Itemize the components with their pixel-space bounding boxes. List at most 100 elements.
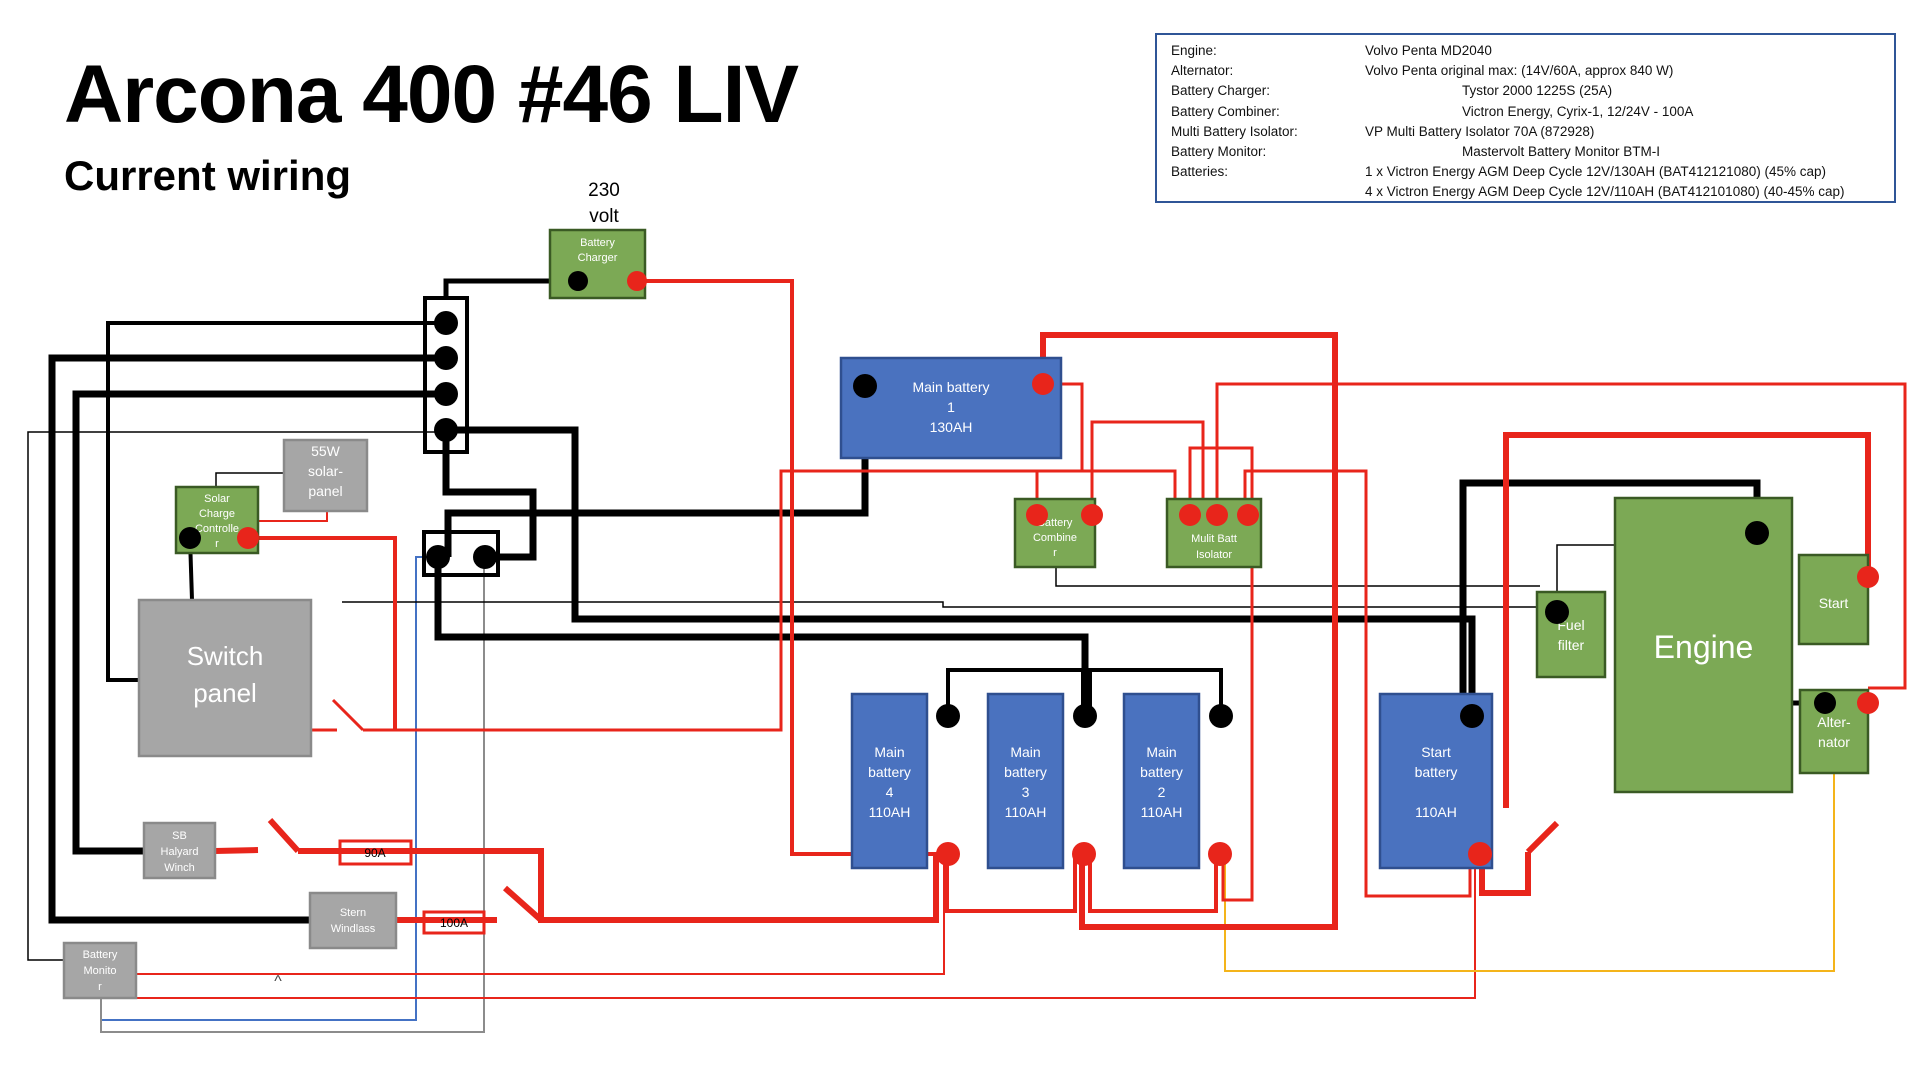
spec-value: 4 x Victron Energy AGM Deep Cycle 12V/11… — [1365, 184, 1845, 200]
mainbatt2-positive-terminal[interactable] — [1208, 842, 1232, 866]
switch-panel-label: panel — [193, 678, 257, 708]
battery-monitor-label: Battery — [83, 949, 118, 961]
switch-panel[interactable]: Switch panel — [137, 598, 313, 758]
shunt-block[interactable] — [422, 530, 500, 577]
shore-power-label: 230 volt — [574, 178, 634, 230]
spec-label: Battery Combiner: — [1171, 103, 1280, 119]
solar-charge-controller-label: r — [215, 538, 219, 550]
solar-panel-body — [282, 438, 369, 513]
combiner-terminal-b[interactable] — [1081, 504, 1103, 526]
engine-ground-terminal[interactable] — [1745, 521, 1769, 545]
charger-negative-terminal[interactable] — [568, 271, 588, 291]
start-battery-label: battery — [1415, 764, 1458, 780]
multi-battery-isolator-label: Isolator — [1196, 549, 1232, 561]
battery-monitor-body — [62, 941, 138, 1000]
battery-combiner-label: Combine — [1033, 532, 1077, 544]
mainbatt1-positive-terminal[interactable] — [1032, 373, 1054, 395]
main-battery-4-body — [850, 692, 929, 870]
fuel-filter-body — [1535, 590, 1607, 679]
mainbatt2-negative-terminal[interactable] — [1209, 704, 1233, 728]
bank-pos-link-3-4 — [945, 854, 1077, 913]
starter-motor-label: Start — [1819, 595, 1849, 611]
busbar-terminal-2[interactable] — [434, 346, 458, 370]
shore-power-unit: volt — [589, 206, 619, 227]
main-battery-3-label: 110AH — [1005, 804, 1047, 820]
solar-ctrl-negative-terminal[interactable] — [179, 527, 201, 549]
fuel-filter-ground-terminal[interactable] — [1545, 600, 1569, 624]
solar-ctrl-positive-terminal[interactable] — [237, 527, 259, 549]
winch-switch-blade — [267, 817, 301, 854]
spec-row: Battery Combiner:Victron Energy, Cyrix-1… — [1171, 102, 1880, 122]
isolator-terminal-1[interactable] — [1179, 504, 1201, 526]
alternator[interactable]: Alter-nator — [1798, 688, 1870, 775]
main-battery-3-label: battery — [1004, 764, 1047, 780]
shunt-to-mainbank-neg — [434, 557, 1089, 716]
starter-positive-terminal[interactable] — [1857, 566, 1879, 588]
negative-busbar[interactable] — [423, 296, 469, 454]
mainbatt4-positive-terminal[interactable] — [936, 842, 960, 866]
startbatt-negative-terminal[interactable] — [1460, 704, 1484, 728]
engine[interactable]: Engine — [1613, 496, 1794, 794]
alternator-negative-terminal[interactable] — [1814, 692, 1836, 714]
shunt-terminal-a[interactable] — [426, 545, 450, 569]
solar-panel-label: 55W — [311, 443, 341, 459]
switch-panel-label: Switch — [187, 641, 264, 671]
isolator-out-3 — [1243, 469, 1472, 898]
shunt-terminal-b[interactable] — [473, 545, 497, 569]
busbar-to-startbatt-neg — [446, 426, 1476, 716]
main-battery-2-label: 2 — [1158, 784, 1166, 800]
solar-charge-controller-label: Solar — [204, 493, 230, 505]
bank-neg-link-2 — [1088, 668, 1223, 716]
busbar-terminal-1[interactable] — [434, 311, 458, 335]
fuel-filter-label: filter — [1558, 637, 1585, 653]
main-battery-4-label: Main — [874, 744, 904, 760]
mainbatt1-negative-terminal[interactable] — [853, 374, 877, 398]
isolator-terminal-2[interactable] — [1206, 504, 1228, 526]
startbatt-positive-terminal[interactable] — [1468, 842, 1492, 866]
solar-panel-pos-wire — [258, 511, 328, 522]
halyard-winch-body — [142, 821, 217, 880]
charger-positive-terminal[interactable] — [627, 271, 647, 291]
charger-neg-wire — [443, 278, 578, 298]
windlass-fuse-label: 100A — [440, 916, 468, 930]
spec-label: Battery Charger: — [1171, 83, 1271, 99]
main-battery-4-label: battery — [868, 764, 911, 780]
windlass-switch-blade — [503, 885, 543, 923]
starter-feed-wire — [1503, 432, 1871, 808]
mainbatt4-negative-terminal[interactable] — [936, 704, 960, 728]
main-battery-3-label: 3 — [1022, 784, 1030, 800]
mainbatt1-to-bank-heavy — [1040, 332, 1338, 930]
battery-combiner-label: r — [1053, 547, 1057, 559]
spec-value: Volvo Penta original max: (14V/60A, appr… — [1365, 63, 1674, 79]
start-switch-blade — [1525, 820, 1560, 855]
mainbatt3-negative-terminal[interactable] — [1073, 704, 1097, 728]
busbar-terminal-3[interactable] — [434, 382, 458, 406]
busbar-to-windlass-neg — [48, 354, 446, 924]
busbar-to-shunt-link — [442, 430, 537, 561]
spec-row: Alternator:Volvo Penta original max: (14… — [1171, 61, 1880, 81]
busbar-terminal-4[interactable] — [434, 418, 458, 442]
starter-motor[interactable]: Start — [1797, 553, 1870, 646]
alternator-positive-terminal[interactable] — [1857, 692, 1879, 714]
battery-monitor-label: Monito — [83, 965, 116, 977]
main-battery-2-label: battery — [1140, 764, 1183, 780]
mainbatt3-positive-terminal[interactable] — [1072, 842, 1096, 866]
battery-charger-label: Battery — [580, 237, 615, 249]
isolator-terminal-3[interactable] — [1237, 504, 1259, 526]
spec-label: Battery Monitor: — [1171, 144, 1267, 160]
combiner-terminal-a[interactable] — [1026, 504, 1048, 526]
monitor-shunt-wire-gray — [100, 557, 485, 1033]
bank-pos-link-3-2 — [1088, 854, 1218, 913]
